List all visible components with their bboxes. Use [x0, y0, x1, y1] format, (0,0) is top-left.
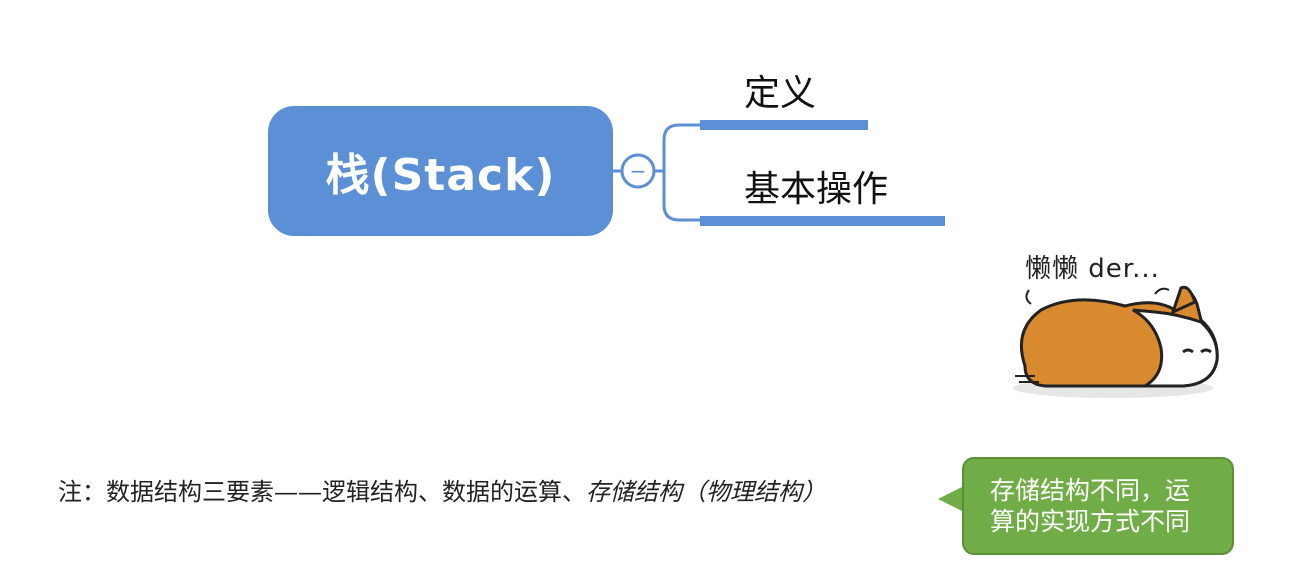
branch-2-underline [700, 216, 945, 226]
corgi-icon [1013, 285, 1219, 398]
callout-line-1: 存储结构不同，运 [990, 476, 1191, 505]
callout-tail [938, 485, 966, 513]
sticker-text: 懒懒 der... [1025, 254, 1160, 284]
branch-definition[interactable]: 定义 [744, 73, 817, 114]
branch-2-curve [662, 171, 700, 222]
root-node[interactable]: 栈(Stack) [268, 106, 613, 236]
collapse-toggle[interactable]: − [620, 153, 656, 189]
lazy-corgi-sticker: 懒懒 der... [1005, 248, 1235, 408]
collapse-icon: − [630, 159, 647, 183]
branch-1-curve [662, 123, 700, 171]
callout-box: 存储结构不同，运 算的实现方式不同 [962, 457, 1234, 555]
callout-line-2: 算的实现方式不同 [990, 507, 1191, 536]
root-label: 栈(Stack) [325, 150, 556, 201]
branch-1-underline [700, 120, 868, 130]
note-text: 注：数据结构三要素——逻辑结构、数据的运算、存储结构（物理结构） [58, 472, 826, 507]
branch-basic-ops[interactable]: 基本操作 [744, 169, 889, 210]
note-plain: 注：数据结构三要素——逻辑结构、数据的运算、 [58, 478, 586, 506]
note-italic: 存储结构（物理结构） [586, 478, 826, 506]
